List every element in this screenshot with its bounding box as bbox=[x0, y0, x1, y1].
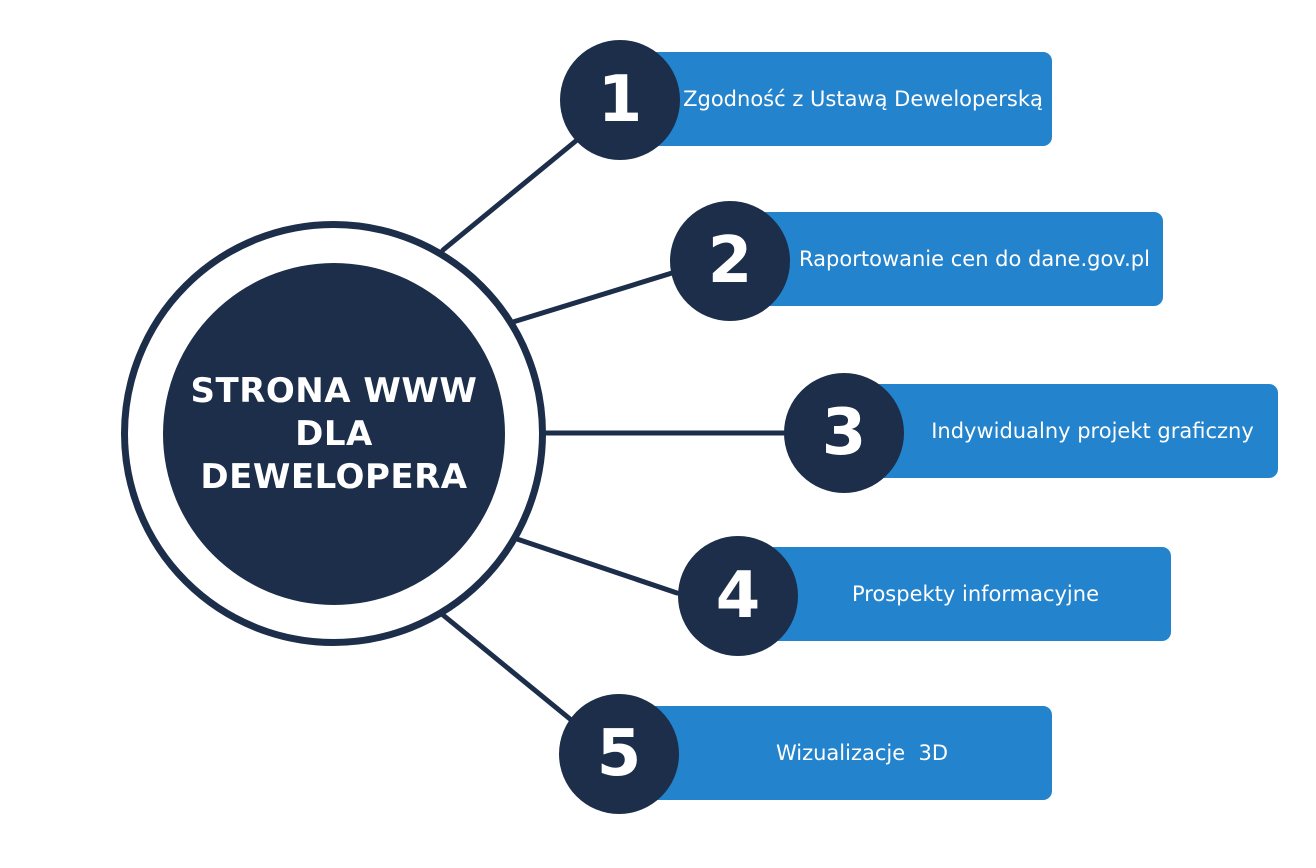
item-5-pill: Wizualizacje 3D bbox=[626, 706, 1052, 800]
hub-circle: STRONA WWW DLA DEWELOPERA bbox=[163, 263, 505, 605]
item-2-label: Raportowanie cen do dane.gov.pl bbox=[799, 247, 1150, 271]
hub-title-line-3: DEWELOPERA bbox=[200, 456, 468, 497]
hub-title-line-2: DLA bbox=[295, 413, 373, 454]
item-4-number: 4 bbox=[715, 559, 761, 633]
item-4-number-badge: 4 bbox=[678, 536, 798, 656]
connector-line-5 bbox=[440, 612, 573, 722]
item-1-pill: Zgodność z Ustawą Deweloperską bbox=[628, 52, 1052, 146]
item-3-number: 3 bbox=[821, 396, 867, 470]
connector-line-2 bbox=[510, 270, 675, 325]
item-1-number-badge: 1 bbox=[560, 40, 680, 160]
item-5-number: 5 bbox=[596, 717, 642, 791]
item-4-pill: Prospekty informacyjne bbox=[748, 547, 1171, 641]
item-3-number-badge: 3 bbox=[784, 373, 904, 493]
connector-line-4 bbox=[514, 536, 680, 596]
item-2-number-badge: 2 bbox=[670, 201, 790, 321]
item-3-pill: Indywidualny projekt graficzny bbox=[855, 384, 1278, 478]
item-5-label: Wizualizacje 3D bbox=[775, 741, 949, 765]
item-1-number: 1 bbox=[597, 63, 643, 137]
item-1-label: Zgodność z Ustawą Deweloperską bbox=[683, 87, 1043, 111]
item-2-number: 2 bbox=[707, 224, 753, 298]
item-4-label: Prospekty informacyjne bbox=[851, 582, 1100, 606]
item-2-pill: Raportowanie cen do dane.gov.pl bbox=[740, 212, 1163, 306]
item-3-label: Indywidualny projekt graficzny bbox=[931, 419, 1254, 443]
connector-line-1 bbox=[440, 137, 580, 253]
hub-title-line-1: STRONA WWW bbox=[190, 370, 478, 411]
item-5-number-badge: 5 bbox=[559, 694, 679, 814]
